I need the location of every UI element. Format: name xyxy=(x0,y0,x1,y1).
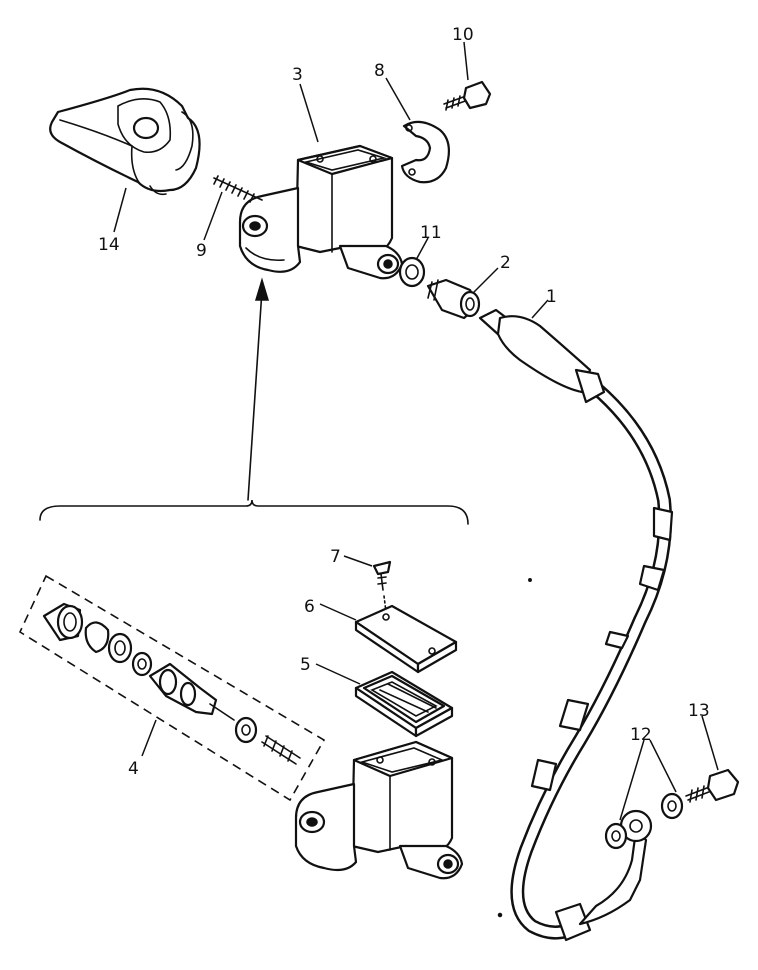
part-13-bolt xyxy=(685,768,740,803)
leader-lines xyxy=(113,41,719,821)
part-11-washer xyxy=(398,256,426,288)
callout-13: 13 xyxy=(688,701,710,721)
part-12-washers xyxy=(604,792,684,850)
callout-1: 1 xyxy=(546,287,557,307)
callout-9: 9 xyxy=(196,241,207,261)
part-14-lever-cover xyxy=(49,87,201,196)
callout-5: 5 xyxy=(300,655,311,675)
callout-10: 10 xyxy=(452,25,474,45)
callout-labels: 3 8 10 14 9 11 2 1 7 6 5 4 12 13 xyxy=(98,25,710,779)
part-2-union-bolt xyxy=(426,278,481,320)
callout-14: 14 xyxy=(98,235,120,255)
callout-11: 11 xyxy=(420,223,442,243)
part-1-hose xyxy=(478,308,674,942)
stray-dot xyxy=(528,578,532,582)
part-9-screw xyxy=(213,175,263,203)
part-7-screw xyxy=(372,560,392,613)
callout-6: 6 xyxy=(304,597,315,617)
callout-12: 12 xyxy=(630,725,652,745)
part-5-diaphragm xyxy=(354,670,454,738)
part-3-master-cylinder xyxy=(238,144,404,280)
detail-bracket xyxy=(39,277,469,525)
callout-8: 8 xyxy=(374,61,385,81)
part-6-reservoir-cap xyxy=(354,604,458,674)
callout-3: 3 xyxy=(292,65,303,85)
part-4-piston-kit xyxy=(18,574,326,802)
callout-2: 2 xyxy=(500,253,511,273)
callout-7: 7 xyxy=(330,547,341,567)
part-8-clamp xyxy=(400,120,451,184)
callout-4: 4 xyxy=(128,759,139,779)
part-10-bolt xyxy=(443,80,492,111)
master-cylinder-body-detail xyxy=(294,740,464,880)
stray-dot xyxy=(497,912,503,918)
